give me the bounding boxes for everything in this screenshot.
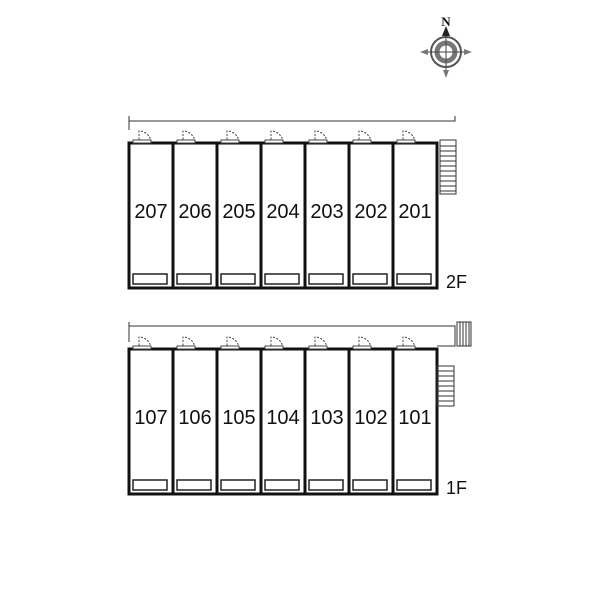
balcony — [176, 273, 212, 285]
rooms: 207 206 205 204 203 202 201 — [132, 130, 432, 288]
room-number: 104 — [266, 407, 299, 429]
room-number: 106 — [178, 407, 211, 429]
room-number: 205 — [222, 201, 255, 223]
room-unit: 101 — [391, 336, 432, 494]
door-icon — [220, 130, 240, 144]
room-number: 107 — [134, 407, 167, 429]
corridor-outline — [128, 322, 456, 347]
room-unit: 106 — [171, 336, 212, 494]
room-number: 203 — [310, 201, 343, 223]
balcony — [396, 479, 432, 491]
room-unit: 204 — [259, 130, 300, 288]
room-number: 103 — [310, 407, 343, 429]
room-number: 201 — [398, 201, 431, 223]
balcony — [132, 479, 168, 491]
room-unit: 203 — [303, 130, 344, 288]
room-unit: 201 — [391, 130, 432, 288]
floor-label: 2F — [446, 272, 467, 292]
room-unit: 104 — [259, 336, 300, 494]
door-icon — [264, 130, 284, 144]
room-unit: 206 — [171, 130, 212, 288]
balcony — [396, 273, 432, 285]
floor-1f: 107 106 105 104 103 102 101 1F — [127, 321, 472, 498]
balcony — [352, 479, 388, 491]
room-unit: 207 — [132, 130, 168, 285]
room-number: 101 — [398, 407, 431, 429]
stair-icon — [439, 139, 457, 195]
room-number: 202 — [354, 201, 387, 223]
room-unit: 102 — [347, 336, 388, 494]
room-unit: 103 — [303, 336, 344, 494]
door-icon — [308, 336, 328, 350]
balcony — [176, 479, 212, 491]
door-icon — [176, 130, 196, 144]
door-icon — [308, 130, 328, 144]
room-number: 105 — [222, 407, 255, 429]
room-unit: 205 — [215, 130, 256, 288]
corridor-outline — [128, 116, 456, 130]
north-label: N — [441, 14, 451, 29]
floor-label: 1F — [446, 478, 467, 498]
balcony — [220, 479, 256, 491]
balcony — [264, 273, 300, 285]
compass: N — [420, 14, 472, 78]
room-unit: 107 — [132, 336, 168, 491]
room-unit: 202 — [347, 130, 388, 288]
balcony — [308, 479, 344, 491]
balcony — [132, 273, 168, 285]
compass-rose-icon — [420, 26, 472, 78]
door-icon — [220, 336, 240, 350]
rooms: 107 106 105 104 103 102 101 — [132, 336, 432, 494]
stair-icon — [436, 321, 472, 407]
door-icon — [132, 336, 152, 350]
door-icon — [176, 336, 196, 350]
room-unit: 105 — [215, 336, 256, 494]
floor-2f: 207 206 205 204 203 202 201 2F — [127, 116, 467, 292]
door-icon — [352, 130, 372, 144]
balcony — [220, 273, 256, 285]
balcony — [352, 273, 388, 285]
door-icon — [264, 336, 284, 350]
door-icon — [396, 130, 416, 144]
room-number: 206 — [178, 201, 211, 223]
door-icon — [352, 336, 372, 350]
room-number: 102 — [354, 407, 387, 429]
door-icon — [396, 336, 416, 350]
room-number: 207 — [134, 201, 167, 223]
door-icon — [132, 130, 152, 144]
balcony — [264, 479, 300, 491]
balcony — [308, 273, 344, 285]
room-number: 204 — [266, 201, 299, 223]
